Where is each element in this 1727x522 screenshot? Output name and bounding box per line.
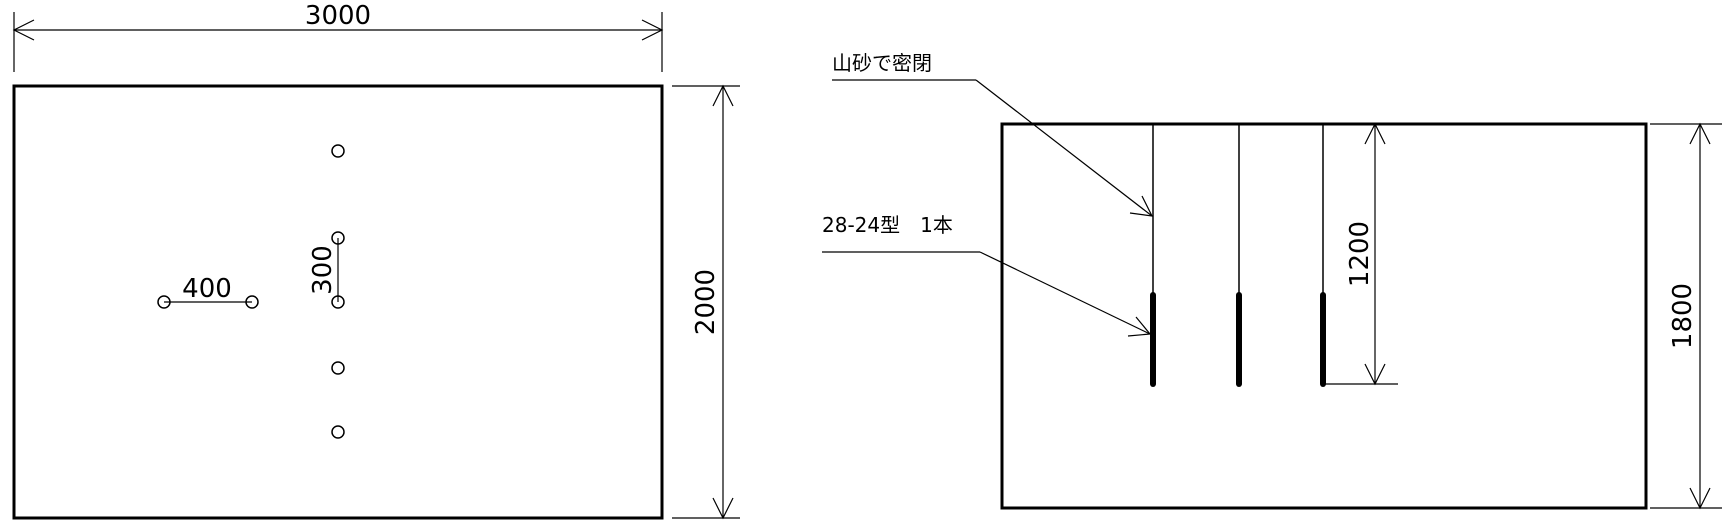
width-dimension-label: 3000 [305, 1, 371, 31]
pipe-hole [331, 361, 345, 375]
spacing-v-label: 300 [308, 245, 338, 295]
section-height-arrow-bottom [1689, 487, 1711, 510]
section-view: 1200 1800 山砂で密閉 28-24型 1本 [822, 51, 1722, 510]
height-dimension-label: 2000 [691, 269, 721, 335]
height-arrow-top [712, 84, 734, 107]
section-height-arrow-top [1689, 122, 1711, 145]
depth-arrow-top [1364, 122, 1386, 145]
section-outline [1000, 122, 1648, 510]
height-arrow-bottom [712, 497, 734, 520]
plan-outline [12, 84, 664, 520]
seal-leader-arrow [1129, 195, 1154, 217]
width-arrow-right [641, 19, 664, 41]
pipe-leader-arrow [1127, 316, 1152, 337]
depth-dimension-label: 1200 [1345, 221, 1375, 287]
plan-view: 3000 2000 400 300 [12, 1, 740, 520]
pipe-leader-line [979, 251, 1151, 335]
pipe-hole [331, 425, 345, 439]
seal-label: 山砂で密閉 [832, 51, 932, 75]
pipe-hole [331, 144, 345, 158]
seal-leader-line [975, 79, 1153, 217]
depth-arrow-bottom [1364, 363, 1386, 386]
section-height-dimension-label: 1800 [1668, 283, 1698, 349]
width-arrow-left [12, 19, 35, 41]
spacing-h-label: 400 [182, 274, 232, 304]
pipe-type-label: 28-24型 1本 [822, 213, 953, 237]
